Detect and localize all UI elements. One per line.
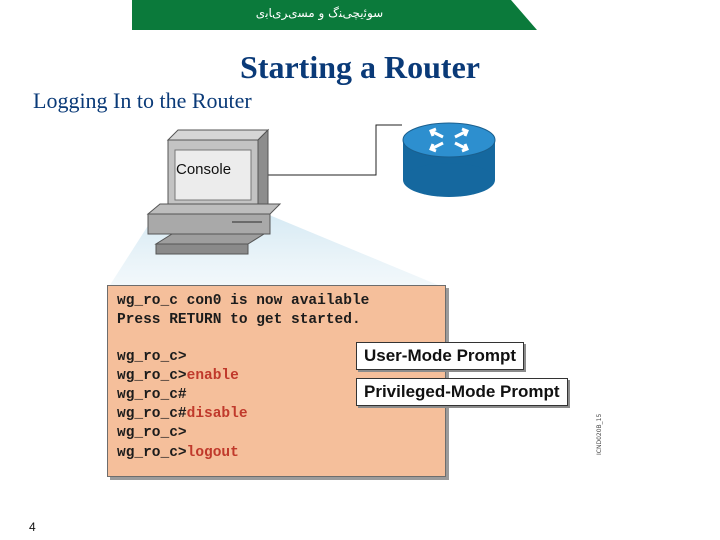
figure-id: ICND020B_15 bbox=[596, 413, 603, 455]
terminal-command: logout bbox=[186, 445, 239, 461]
user-mode-callout: User-Mode Prompt bbox=[356, 342, 525, 370]
terminal-prompt: wg_ro_c> bbox=[117, 349, 187, 365]
page-number: 4 bbox=[29, 520, 36, 534]
terminal-prompt: wg_ro_c# bbox=[117, 406, 187, 422]
banner-text: ﺳﻮﺋیچیﻨگ ﻭ ﻣﺴیﺮیﺎﺑی bbox=[255, 6, 384, 20]
terminal-line: wg_ro_c>enable bbox=[117, 367, 239, 385]
terminal-line: wg_ro_c> bbox=[117, 348, 187, 366]
privileged-mode-callout: Privileged-Mode Prompt bbox=[356, 378, 568, 406]
terminal-prompt: Press RETURN to get started. bbox=[117, 312, 361, 328]
terminal-prompt: wg_ro_c# bbox=[117, 387, 187, 403]
terminal-line: wg_ro_c con0 is now available bbox=[117, 292, 369, 310]
terminal-prompt: wg_ro_c con0 is now available bbox=[117, 293, 370, 309]
terminal-prompt: wg_ro_c> bbox=[117, 425, 187, 441]
terminal-line: Press RETURN to get started. bbox=[117, 311, 361, 329]
terminal-prompt: wg_ro_c> bbox=[117, 368, 187, 384]
banner-notch bbox=[511, 0, 537, 30]
router-icon bbox=[402, 122, 496, 197]
terminal-line: wg_ro_c> bbox=[117, 424, 187, 442]
slide-subtitle: Logging In to the Router bbox=[33, 88, 252, 113]
terminal-command: enable bbox=[186, 368, 239, 384]
console-cable bbox=[266, 124, 402, 176]
computer-icon bbox=[146, 128, 282, 255]
terminal-line: wg_ro_c#disable bbox=[117, 405, 248, 423]
terminal-line: wg_ro_c>logout bbox=[117, 444, 239, 462]
console-label: Console bbox=[176, 161, 232, 178]
terminal-line: wg_ro_c# bbox=[117, 386, 187, 404]
header-banner: ﺳﻮﺋیچیﻨگ ﻭ ﻣﺴیﺮیﺎﺑی bbox=[132, 0, 537, 30]
terminal-prompt: wg_ro_c> bbox=[117, 445, 187, 461]
terminal-command: disable bbox=[186, 406, 248, 422]
slide-title: Starting a Router bbox=[240, 49, 480, 85]
